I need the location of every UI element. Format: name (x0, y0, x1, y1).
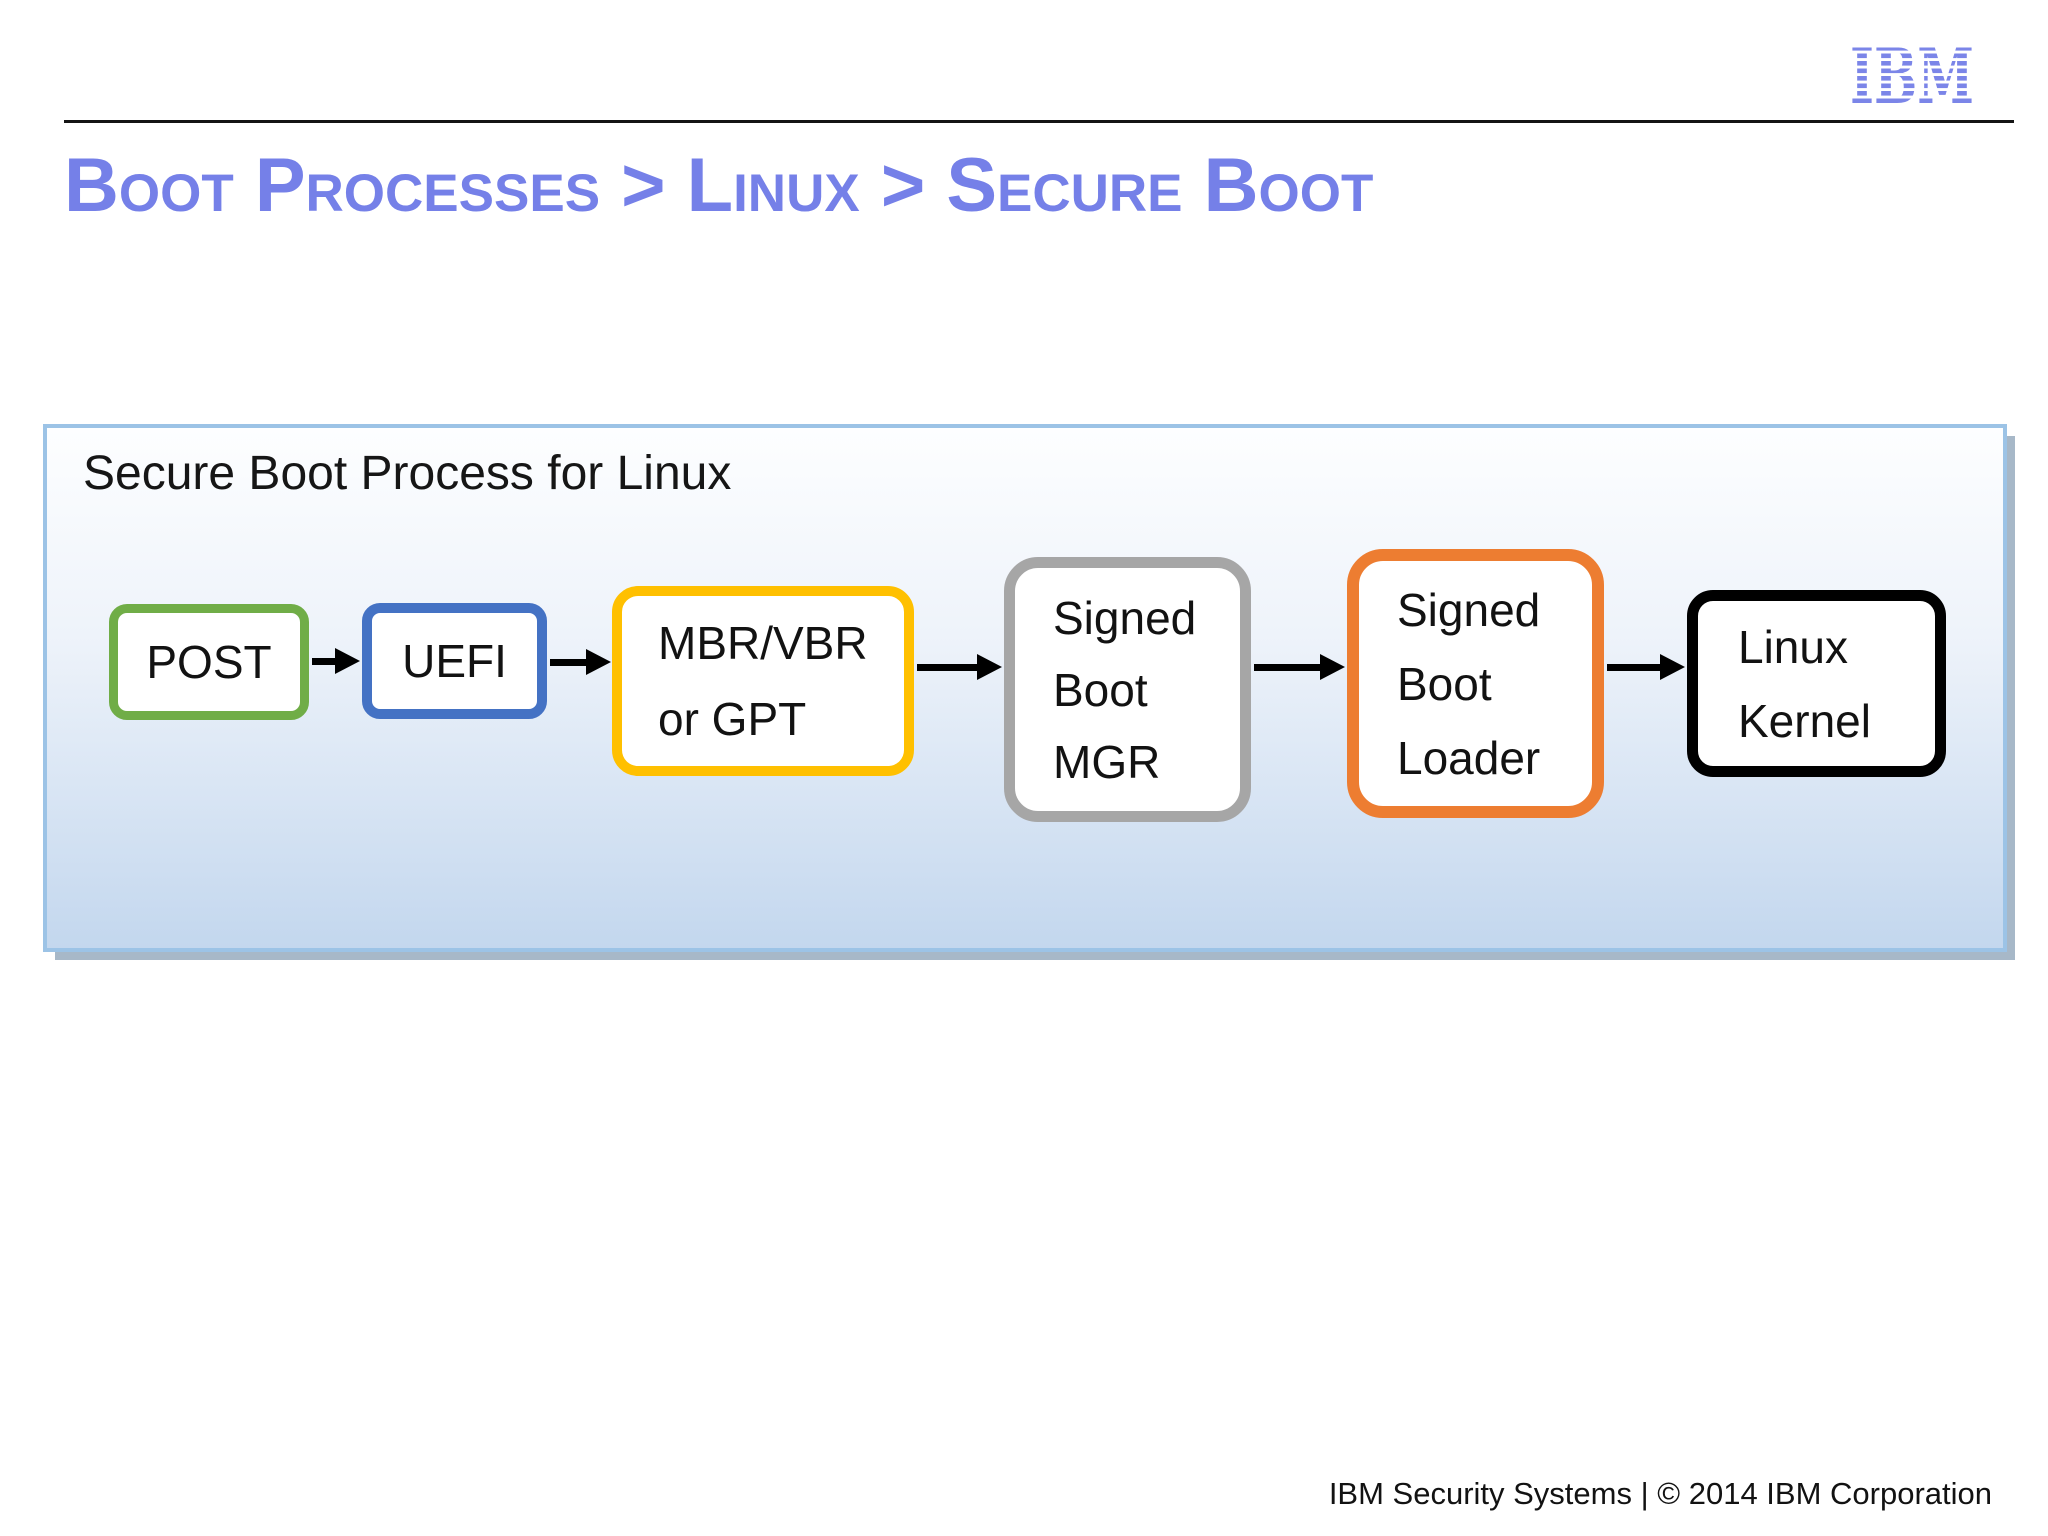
node-mbr-label-line-2: or GPT (658, 693, 807, 745)
svg-text:IBM: IBM (1850, 46, 1974, 106)
secure-boot-panel: Secure Boot Process for Linux POST UEFI … (43, 424, 2007, 952)
arrow-head (1320, 654, 1345, 680)
footer-copyright: IBM Security Systems | © 2014 IBM Corpor… (1328, 1476, 1992, 1511)
ibm-logo-icon: IBM (1850, 46, 1974, 106)
panel-title: Secure Boot Process for Linux (83, 447, 732, 500)
arrow-shaft (1607, 663, 1660, 671)
arrow-shaft (312, 657, 335, 665)
node-kernel-label-line-2: Kernel (1738, 694, 1871, 747)
node-loader-label-line-2: Boot (1397, 657, 1492, 710)
node-mgr-label-line-3: MGR (1053, 735, 1161, 788)
node-loader-label-line-1: Signed (1397, 583, 1541, 636)
node-uefi: UEFI (362, 603, 547, 719)
header-divider (64, 120, 2014, 123)
flow-arrow-icon (1254, 654, 1345, 680)
node-kernel-label-line-1: Linux (1738, 620, 1848, 673)
node-post: POST (109, 604, 309, 720)
arrow-head (1660, 654, 1685, 680)
node-loader-label-line-3: Loader (1397, 731, 1541, 784)
arrow-head (586, 649, 611, 675)
arrow-head (335, 648, 360, 674)
node-mgr-label-line-1: Signed (1053, 591, 1197, 644)
node-mgr-label-line-2: Boot (1053, 663, 1148, 716)
node-uefi-label: UEFI (402, 635, 507, 687)
page-title: Boot Processes > Linux > Secure Boot (64, 143, 1374, 228)
flow-arrow-icon (1607, 654, 1685, 680)
arrow-shaft (917, 663, 977, 671)
node-signed-boot-mgr: Signed Boot MGR (1004, 557, 1251, 822)
node-signed-boot-loader: Signed Boot Loader (1347, 549, 1604, 818)
flow-arrow-icon (312, 648, 360, 674)
node-mbr-vbr-gpt: MBR/VBR or GPT (612, 586, 914, 776)
node-mbr-label-line-1: MBR/VBR (658, 617, 868, 669)
node-post-label: POST (146, 636, 272, 688)
arrow-shaft (1254, 663, 1320, 671)
node-linux-kernel: Linux Kernel (1687, 590, 1946, 777)
arrow-head (977, 654, 1002, 680)
flow-arrow-icon (917, 654, 1002, 680)
arrow-shaft (550, 658, 586, 666)
flow-arrow-icon (550, 649, 611, 675)
